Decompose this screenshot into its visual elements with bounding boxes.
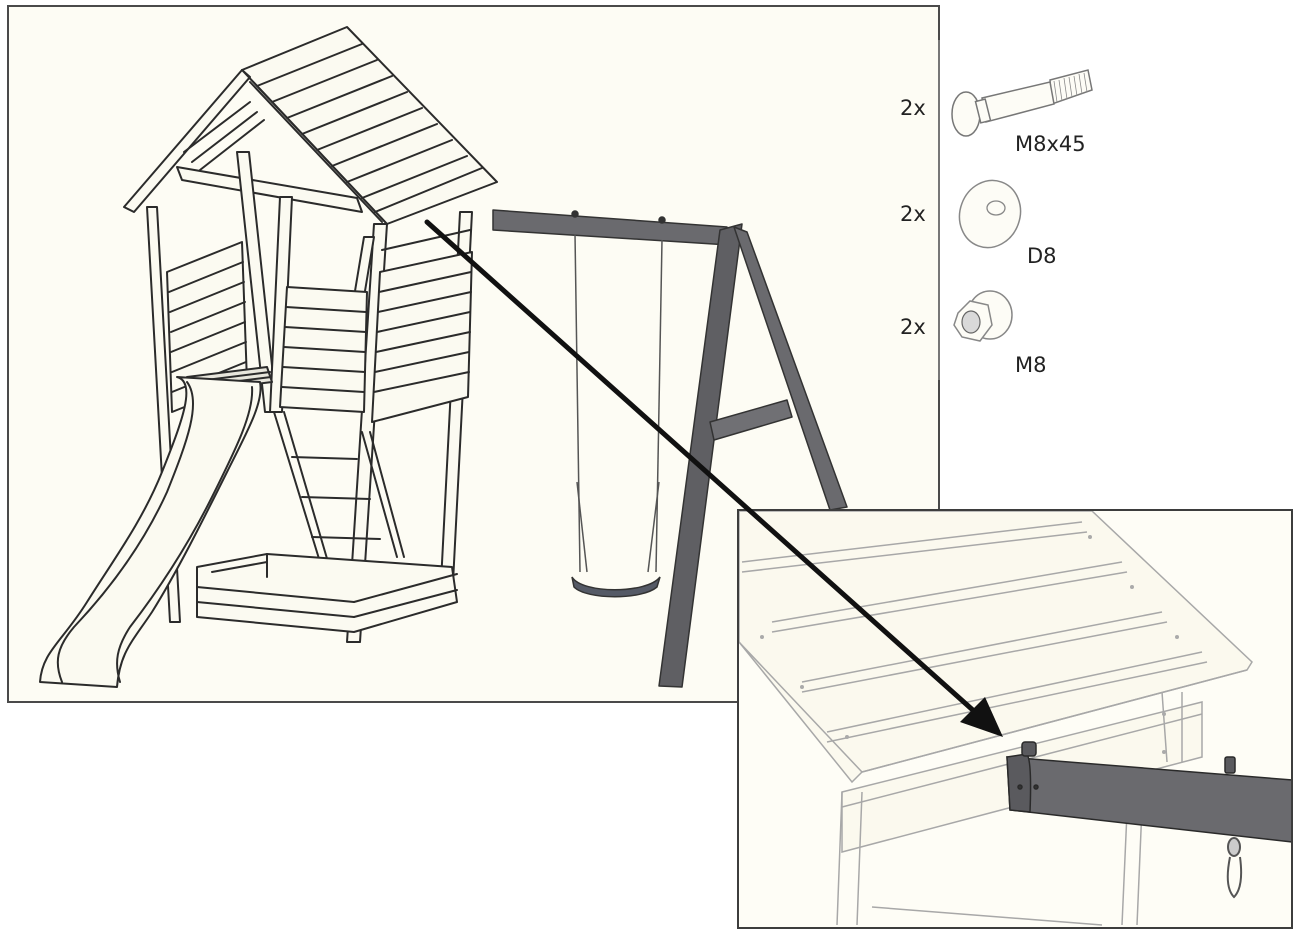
carriage-bolt-icon [951, 69, 1093, 137]
parts-list: 2x M8x45 2x D8 2x [900, 40, 1140, 380]
left-wall-icon [166, 241, 248, 413]
front-wall-icon [279, 286, 368, 413]
part-item-nut: 2x M8 [900, 285, 1140, 385]
part-quantity: 2x [900, 315, 926, 339]
swing-hook-icon [1226, 837, 1243, 899]
right-wall-icon [371, 229, 473, 423]
swing-icon [571, 233, 663, 598]
part-code: M8 [1015, 353, 1047, 377]
part-code: M8x45 [1015, 132, 1086, 156]
part-item-bolt: 2x M8x45 [900, 60, 1140, 160]
detail-illustration [739, 511, 1291, 926]
sandbox-icon [196, 553, 458, 633]
swing-beam-detail-icon [1006, 741, 1291, 843]
part-item-washer: 2x D8 [900, 170, 1140, 270]
ladder-icon [273, 411, 405, 563]
part-code: D8 [1027, 244, 1057, 268]
roof-icon [123, 26, 498, 225]
part-quantity: 2x [900, 202, 926, 226]
part-quantity: 2x [900, 96, 926, 120]
slide-icon [39, 376, 262, 688]
detail-inset [737, 509, 1293, 929]
